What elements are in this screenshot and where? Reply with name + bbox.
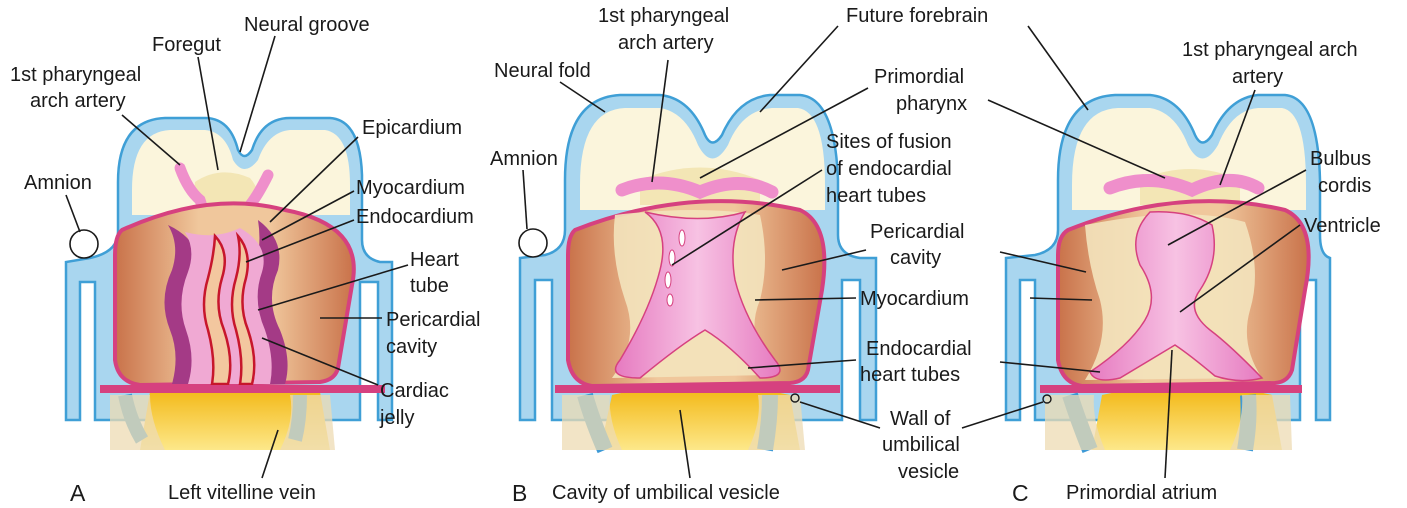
label-pericardial-b-line1: Pericardial — [870, 221, 964, 243]
fusion-site-4-b — [667, 294, 673, 306]
floor-a — [100, 385, 385, 393]
label-artery-c-line1: 1st pharyngeal arch — [1182, 39, 1358, 61]
panel-letter-c: C — [1012, 480, 1029, 506]
label-artery-b-line2: arch artery — [618, 32, 714, 54]
label-artery-a-line1: 1st pharyngeal — [10, 64, 141, 86]
label-neural-groove-a: Neural groove — [244, 14, 370, 36]
label-vitelline-a: Left vitelline vein — [168, 482, 316, 504]
panel-c — [1006, 95, 1330, 450]
label-epicardium-a: Epicardium — [362, 117, 462, 139]
label-foregut-a: Foregut — [152, 34, 221, 56]
label-pericardial-b-line2: cavity — [890, 247, 941, 269]
label-fusion-b-line2: of endocardial — [826, 158, 952, 180]
panel-letter-a: A — [70, 480, 86, 506]
label-wall-b-line1: Wall of — [890, 408, 951, 430]
floor-c — [1040, 385, 1302, 393]
label-endocardium-a: Endocardium — [356, 206, 474, 228]
label-wall-b-line2: umbilical — [882, 434, 960, 456]
label-neural-fold-b: Neural fold — [494, 60, 591, 82]
label-future-forebrain: Future forebrain — [846, 5, 988, 27]
leader-future-forebrain-c — [1028, 26, 1088, 110]
amnion-b — [519, 229, 547, 257]
panel-b — [519, 95, 876, 450]
label-bulbus-c-line1: Bulbus — [1310, 148, 1371, 170]
label-ventricle-c: Ventricle — [1304, 215, 1381, 237]
label-artery-a-line2: arch artery — [30, 90, 126, 112]
label-fusion-b-line3: heart tubes — [826, 185, 926, 207]
label-artery-c-line2: artery — [1232, 66, 1283, 88]
label-cardiac-jelly-a-line1: Cardiac — [380, 380, 449, 402]
amnion-a — [70, 230, 98, 258]
label-heart-tube-a-line2: tube — [410, 275, 449, 297]
floor-b — [555, 385, 840, 393]
label-myocardium-a: Myocardium — [356, 177, 465, 199]
label-heart-tube-a-line1: Heart — [410, 249, 459, 271]
fusion-site-1-b — [679, 230, 685, 246]
leader-amnion-a — [66, 195, 80, 232]
label-bulbus-c-line2: cordis — [1318, 175, 1371, 197]
fusion-site-3-b — [665, 272, 671, 288]
label-atrium-c: Primordial atrium — [1066, 482, 1217, 504]
label-pharynx-b-line2: pharynx — [896, 93, 967, 115]
label-cardiac-jelly-a-line2: jelly — [379, 407, 414, 429]
label-endocardial-b-line2: heart tubes — [860, 364, 960, 386]
label-pericardial-a-line2: cavity — [386, 336, 437, 358]
leader-amnion-b — [523, 170, 527, 229]
label-artery-b-line1: 1st pharyngeal — [598, 5, 729, 27]
leader-wall-c — [962, 402, 1043, 428]
panel-letter-b: B — [512, 480, 527, 506]
label-cavity-b: Cavity of umbilical vesicle — [552, 482, 780, 504]
label-amnion-b: Amnion — [490, 148, 558, 170]
label-amnion-a: Amnion — [24, 172, 92, 194]
label-myocardium-b: Myocardium — [860, 288, 969, 310]
leader-neural-fold-b — [560, 82, 605, 112]
label-pharynx-b-line1: Primordial — [874, 66, 964, 88]
label-wall-b-line3: vesicle — [898, 461, 959, 483]
label-pericardial-a-line1: Pericardial — [386, 309, 480, 331]
label-fusion-b-line1: Sites of fusion — [826, 131, 952, 153]
label-endocardial-b-line1: Endocardial — [866, 338, 972, 360]
